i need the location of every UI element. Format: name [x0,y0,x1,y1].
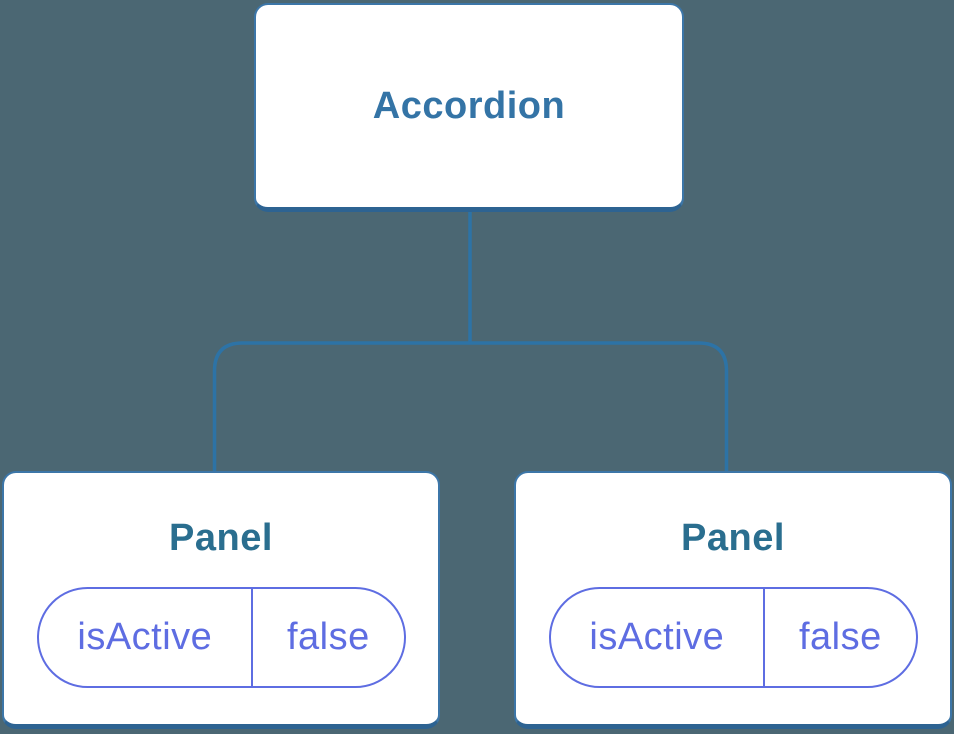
state-value: false [250,589,404,686]
state-pill: isActive false [549,587,918,688]
state-pill: isActive false [37,587,406,688]
panel-node-label: Panel [681,517,785,559]
branch-connector-line [212,341,729,476]
accordion-node-label: Accordion [372,84,566,127]
accordion-node: Accordion [254,3,684,212]
state-key: isActive [589,616,725,658]
panel-node-right: Panel isActive false [514,471,952,729]
state-value: false [762,589,916,686]
panel-node-label: Panel [169,517,273,559]
state-key: isActive [77,616,213,658]
panel-node-left: Panel isActive false [2,471,440,729]
